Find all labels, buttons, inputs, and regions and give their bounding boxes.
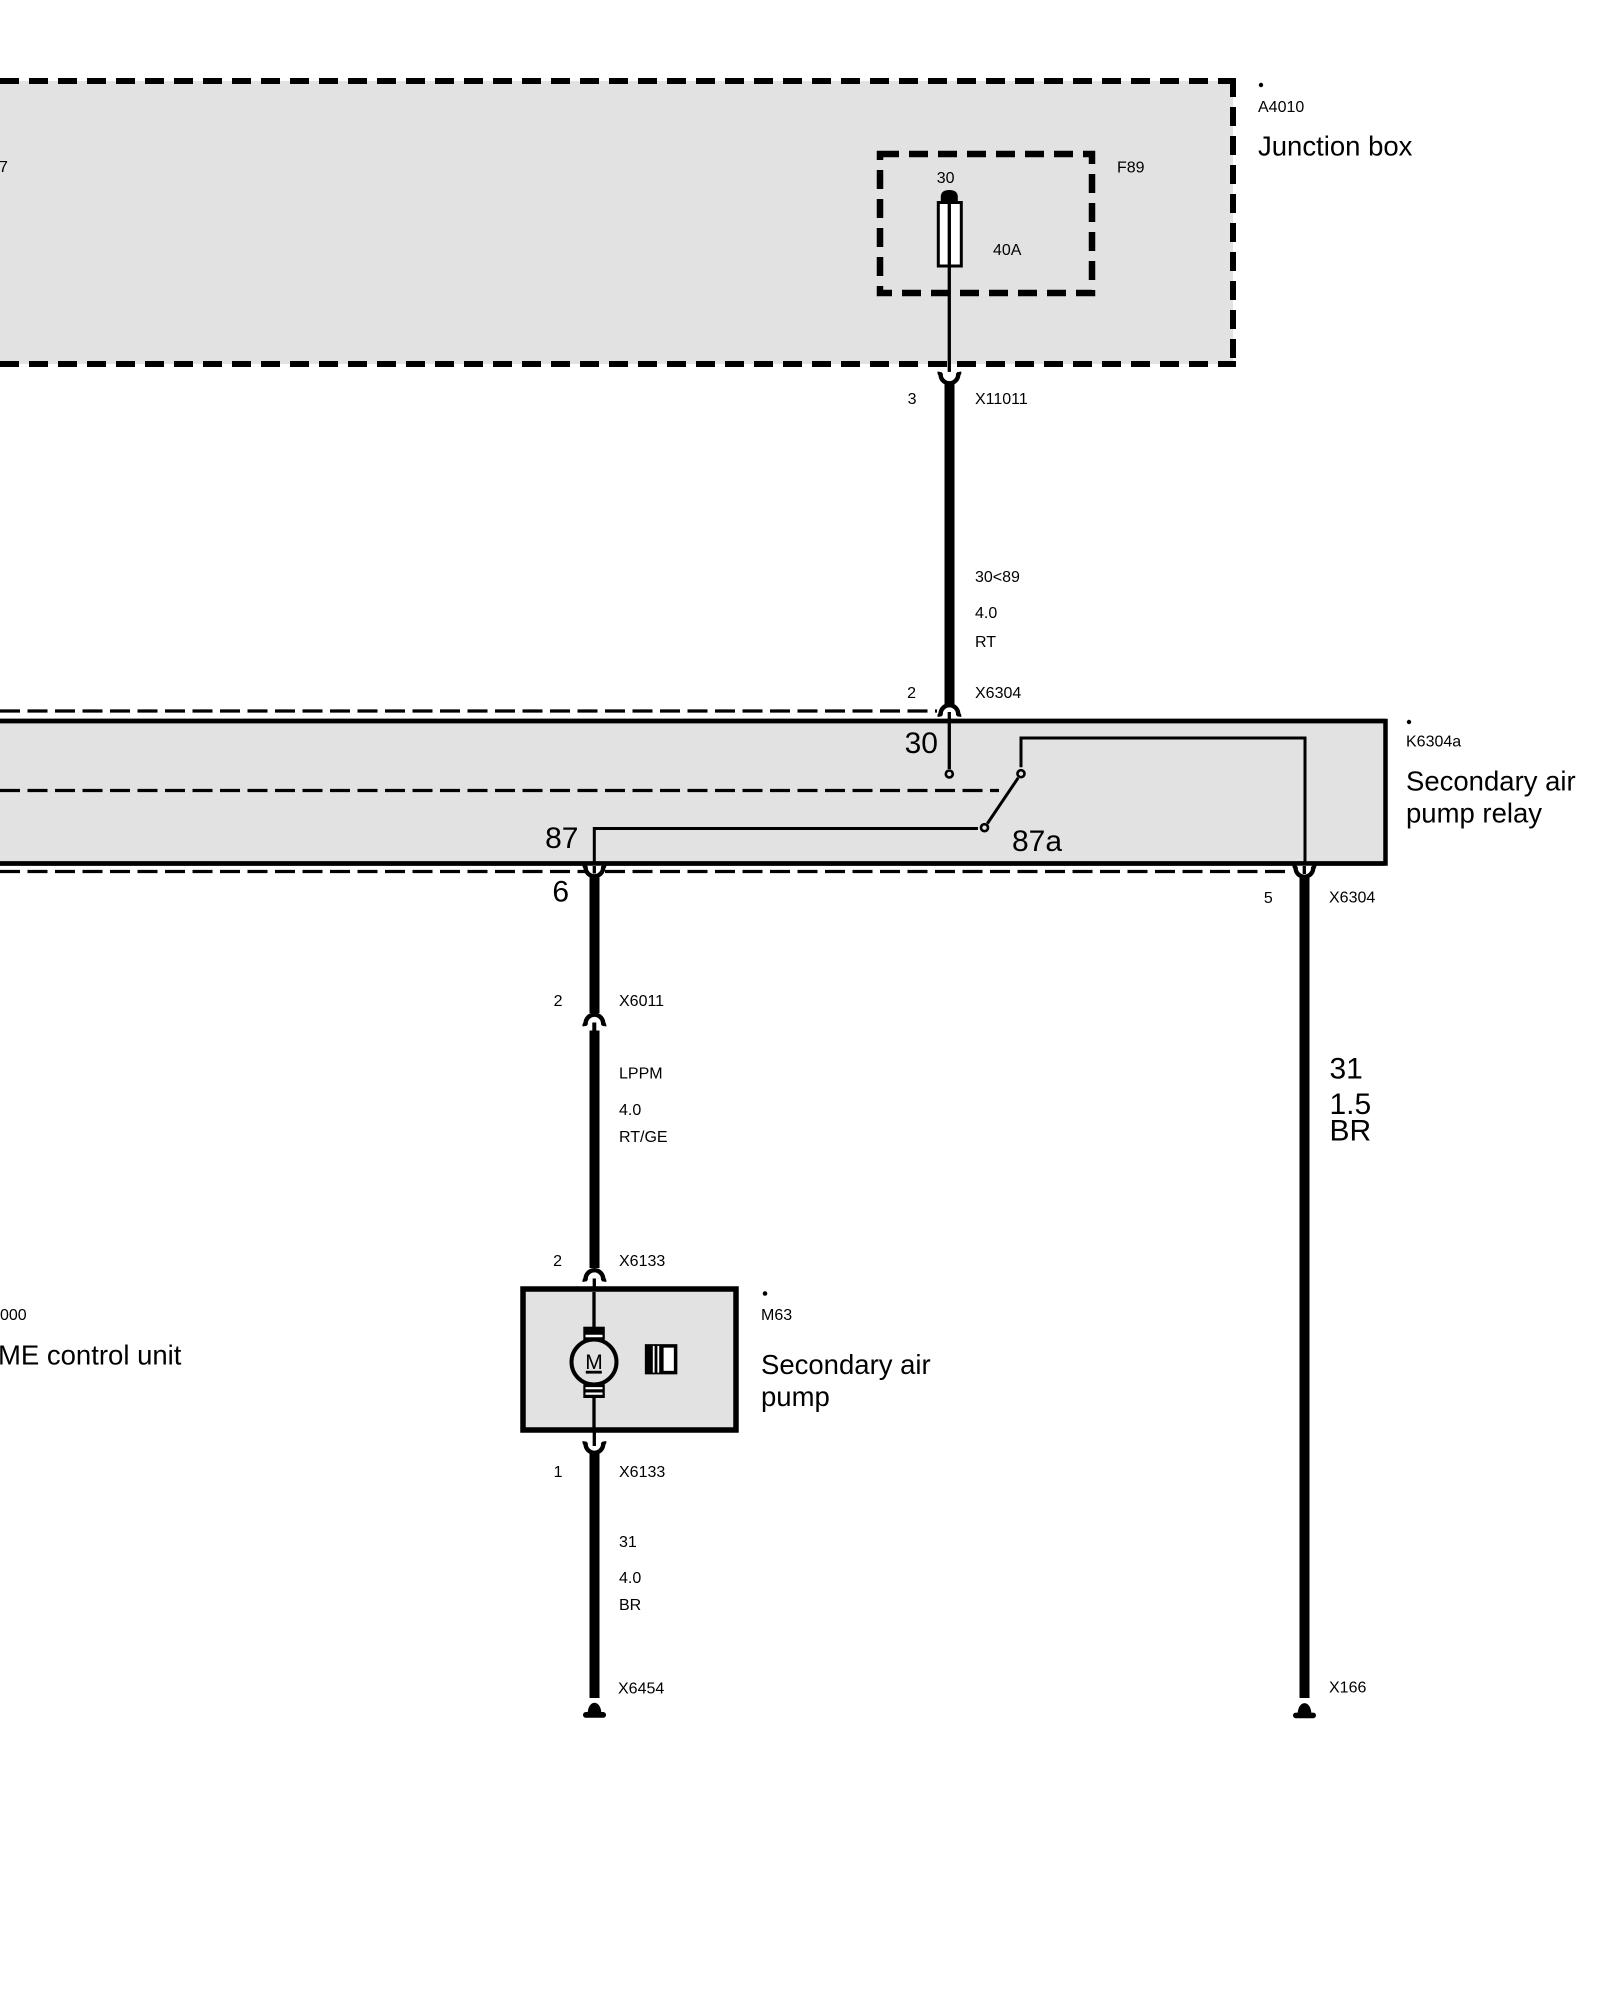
svg-text:2: 2 — [554, 993, 563, 1010]
svg-text:X6011: X6011 — [619, 993, 664, 1010]
svg-text:30<89: 30<89 — [975, 569, 1020, 586]
svg-text:87: 87 — [545, 822, 578, 855]
svg-text:M63: M63 — [761, 1307, 792, 1324]
svg-text:M: M — [585, 1351, 603, 1374]
svg-text:X6454: X6454 — [618, 1681, 664, 1698]
svg-text:2: 2 — [907, 685, 916, 702]
svg-text:K6304a: K6304a — [1406, 734, 1461, 751]
svg-text:pump relay: pump relay — [1406, 798, 1542, 829]
svg-text:31: 31 — [619, 1534, 637, 1551]
svg-text:X11011: X11011 — [975, 391, 1028, 408]
svg-text:Junction box: Junction box — [1258, 131, 1413, 162]
svg-text:4.0: 4.0 — [619, 1570, 641, 1587]
svg-text:1: 1 — [554, 1464, 563, 1481]
svg-text:BR: BR — [619, 1597, 641, 1614]
svg-text:X6304: X6304 — [1329, 890, 1375, 907]
svg-text:30: 30 — [937, 170, 955, 187]
svg-text:A4010: A4010 — [1258, 99, 1304, 116]
svg-text:30: 30 — [905, 727, 938, 760]
svg-text:BR: BR — [1330, 1115, 1372, 1148]
svg-text:ME control unit: ME control unit — [0, 1340, 182, 1371]
svg-text:RT: RT — [975, 634, 996, 651]
svg-text:Secondary air: Secondary air — [761, 1349, 931, 1380]
svg-text:7: 7 — [0, 159, 8, 176]
svg-text:X6133: X6133 — [619, 1253, 665, 1270]
svg-text:X6304: X6304 — [975, 685, 1021, 702]
svg-text:40A: 40A — [993, 242, 1022, 259]
svg-text:X166: X166 — [1329, 1680, 1366, 1697]
svg-text:5: 5 — [1264, 890, 1273, 907]
svg-text:LPPM: LPPM — [619, 1066, 663, 1083]
svg-text:4.0: 4.0 — [975, 605, 997, 622]
svg-text:X6133: X6133 — [619, 1464, 665, 1481]
svg-text:2: 2 — [553, 1253, 562, 1270]
svg-text:RT/GE: RT/GE — [619, 1129, 668, 1146]
svg-text:31: 31 — [1330, 1053, 1363, 1086]
svg-text:4.0: 4.0 — [619, 1102, 641, 1119]
svg-text:1.5: 1.5 — [1330, 1088, 1372, 1121]
svg-text:3: 3 — [908, 391, 917, 408]
svg-text:pump: pump — [761, 1381, 830, 1412]
svg-text:000: 000 — [0, 1307, 27, 1324]
svg-text:6: 6 — [552, 876, 569, 909]
svg-text:Secondary air: Secondary air — [1406, 766, 1576, 797]
svg-text:F89: F89 — [1117, 160, 1145, 177]
svg-text:87a: 87a — [1012, 825, 1062, 858]
